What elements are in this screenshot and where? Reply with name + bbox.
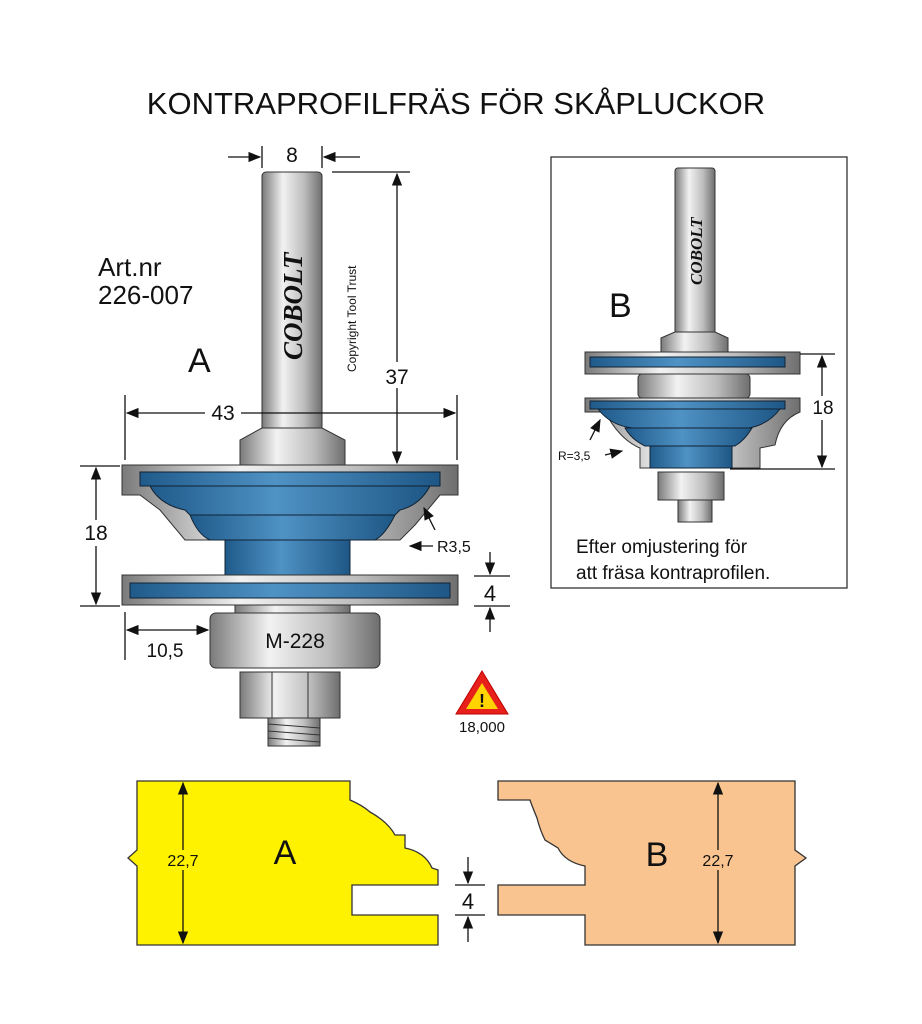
warning-symbol: ! <box>479 691 485 711</box>
dim-b-cut-height: 18 <box>812 398 833 419</box>
dim-slot: 4 <box>484 581 496 606</box>
cutter-b-caption-2: att fräsa kontraprofilen. <box>576 563 770 584</box>
warning-sign: ! 18,000 <box>455 670 509 736</box>
max-rpm: 18,000 <box>459 719 505 736</box>
page-title: KONTRAPROFILFRÄS FÖR SKÅPLUCKOR <box>147 86 765 121</box>
profile-b: 22,7 B <box>497 780 808 946</box>
dim-diameter: 43 <box>211 402 234 425</box>
dim-radius: R3,5 <box>437 539 471 556</box>
profile-a-label: A <box>274 834 297 872</box>
nut <box>239 671 341 719</box>
dim-b-radius: R=3,5 <box>558 449 591 463</box>
cutter-b-label: B <box>609 287 632 325</box>
profile-gap-dimension: 4 <box>455 857 485 942</box>
dim-cut-height: 18 <box>84 522 107 545</box>
profile-a: 22,7 A <box>127 780 439 946</box>
cutter-b-panel: B COBOLT 18 R=3,5 Efter omjustering för … <box>550 156 848 589</box>
bearing <box>209 612 381 669</box>
profile-b-label: B <box>646 836 669 874</box>
profile-a-thickness: 22,7 <box>167 853 198 870</box>
cutter-a-label: A <box>188 342 211 380</box>
cutter-b-caption-1: Efter omjustering för <box>576 537 748 558</box>
article-number: 226-007 <box>98 280 193 310</box>
dim-offset: 10,5 <box>147 641 184 662</box>
bearing-label: M-228 <box>265 630 325 653</box>
cutter-b-brand: COBOLT <box>687 217 706 285</box>
dim-height-total: 37 <box>385 366 408 389</box>
copyright-text: Copyright Tool Trust <box>345 265 359 372</box>
dimensions-a: 8 37 43 18 R3,5 4 10,5 <box>78 144 510 662</box>
profile-b-thickness: 22,7 <box>702 853 733 870</box>
cutter-a: COBOLT Copyright Tool Trust M-228 <box>121 171 459 747</box>
profile-gap: 4 <box>462 889 474 914</box>
article-label: Art.nr <box>98 252 162 282</box>
brand-logo: COBOLT <box>278 251 308 360</box>
dim-shank: 8 <box>286 144 298 167</box>
